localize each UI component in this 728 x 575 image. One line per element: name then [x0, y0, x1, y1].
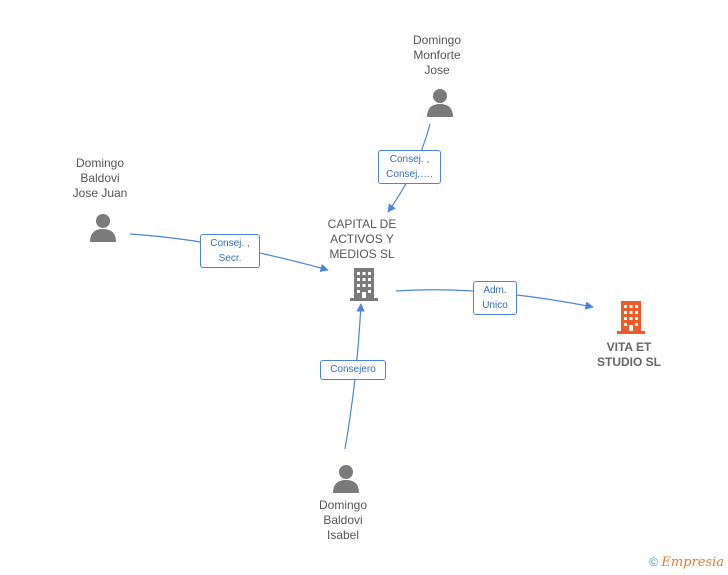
edge-label-juan-capital[interactable]: Consej. , Secr. [200, 234, 260, 268]
person-label-baldovi-jose-juan[interactable]: Domingo Baldovi Jose Juan [72, 156, 128, 200]
edge-label-isabel-capital[interactable]: Consejero [320, 360, 386, 380]
person-icon[interactable] [331, 463, 361, 493]
person-label-baldovi-isabel[interactable]: Domingo Baldovi Isabel [318, 498, 368, 542]
person-icon[interactable] [88, 212, 118, 242]
footer-credit[interactable]: © Empresia [649, 555, 724, 570]
person-icon[interactable] [425, 87, 455, 117]
company-label-capital[interactable]: CAPITAL DE ACTIVOS Y MEDIOS SL [327, 217, 397, 261]
brand-logo: Empresia [661, 555, 724, 570]
edge-label-monforte-capital[interactable]: Consej. , Consej.…. [378, 150, 441, 184]
person-label-monforte[interactable]: Domingo Monforte Jose [412, 33, 462, 77]
building-icon[interactable] [348, 266, 380, 302]
company-label-vita[interactable]: VITA ET STUDIO SL [596, 340, 661, 369]
edge-label-capital-vita[interactable]: Adm. Unico [473, 281, 517, 315]
copyright-icon: © [649, 555, 659, 569]
building-icon[interactable] [615, 299, 647, 335]
